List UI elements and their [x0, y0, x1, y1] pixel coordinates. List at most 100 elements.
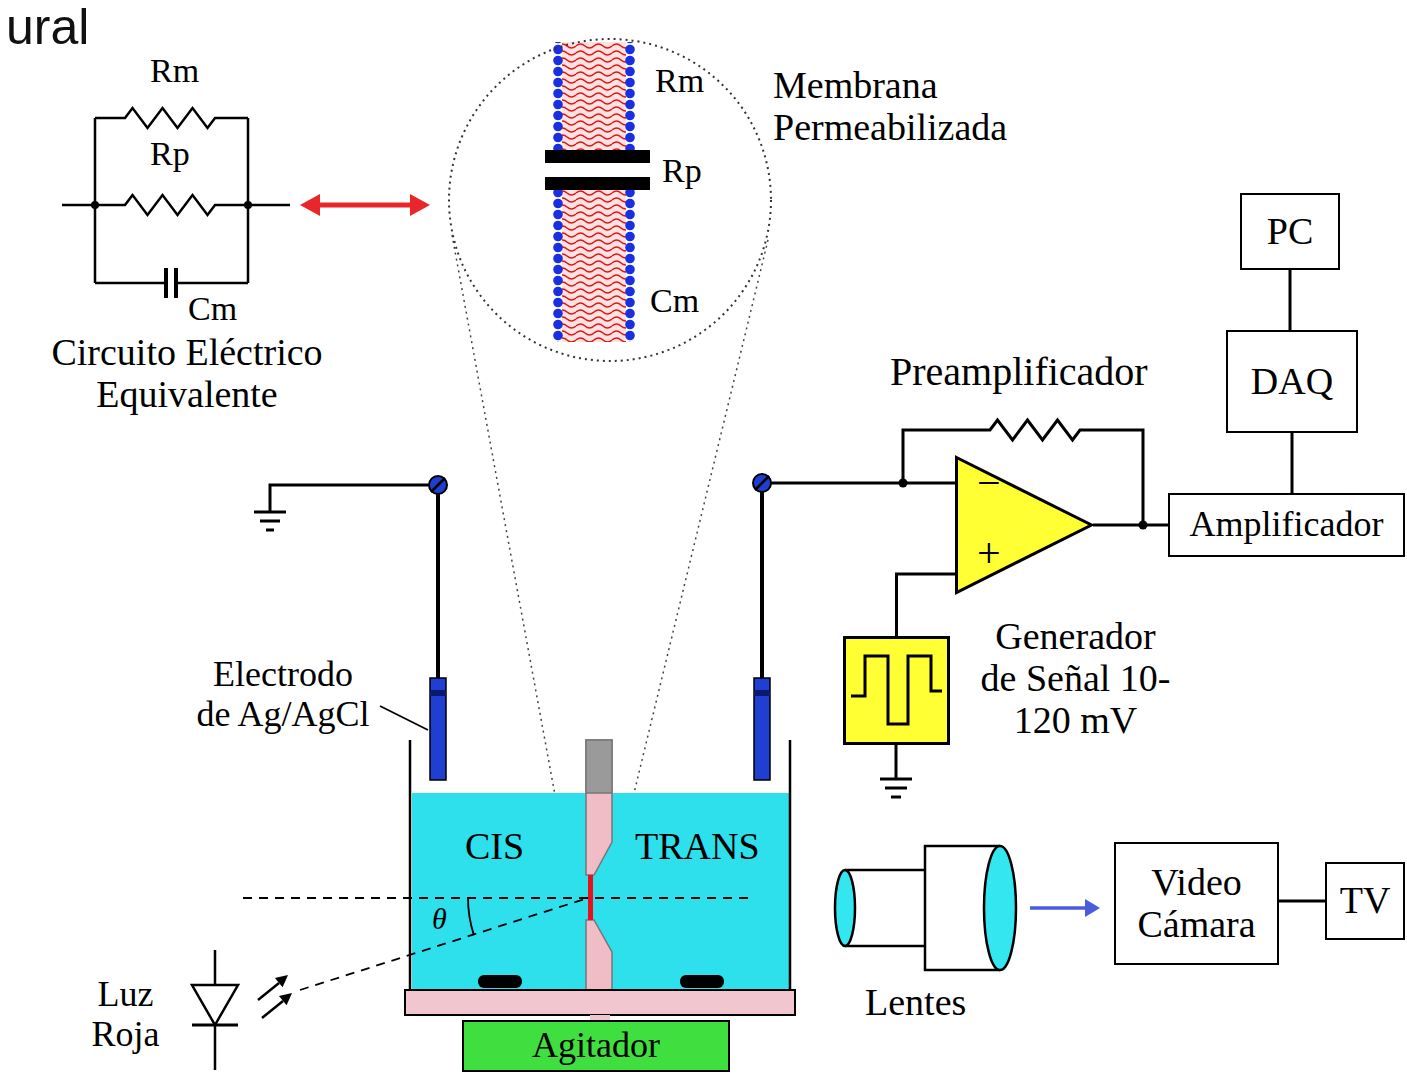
angle-label: θ [432, 902, 447, 935]
emission-arrow [262, 1001, 283, 1018]
resistance-label: Rm [150, 52, 199, 89]
generator-box [845, 638, 949, 744]
diode-bar [192, 1024, 238, 1027]
ground-symbol [254, 512, 286, 530]
amplifier-box: Amplificador [1168, 493, 1405, 557]
bilayer-membrane [588, 875, 593, 920]
signal-wire [1093, 524, 1168, 527]
circuit-wire [62, 118, 290, 283]
box-label: Video Cámara [1122, 862, 1271, 946]
chamber-label: CIS [465, 826, 524, 868]
op-amp-outline [955, 456, 1093, 594]
septum [586, 920, 612, 990]
membrane-heading: Membrana Permeabilizada [773, 65, 1048, 149]
signal-generator: Generador de Señal 10-120 mV [843, 636, 950, 745]
ground-wire [270, 485, 429, 511]
connector-slash [755, 476, 769, 490]
arrow-shaft [316, 203, 414, 208]
camera-box: Video Cámara [1114, 842, 1279, 965]
lens-barrel [845, 846, 1000, 970]
electrodes [254, 474, 955, 780]
input-sign: − [977, 460, 1001, 506]
generator-ground [880, 745, 912, 797]
capacitor-plate [166, 268, 176, 298]
septum-top [586, 740, 612, 793]
arrow-head [300, 194, 320, 216]
connector-slash [431, 478, 445, 492]
resistor-symbol [95, 195, 248, 215]
equivalence-arrow [300, 194, 430, 216]
lipid-heads [624, 42, 636, 342]
signal-wire [1279, 900, 1325, 903]
circuit-caption: Circuito Eléctrico Equivalente [27, 332, 347, 416]
lipid-tails [562, 42, 626, 342]
resistance-label: Rm [655, 62, 704, 99]
emission-head [279, 993, 292, 1005]
zoom-line [612, 240, 768, 884]
junction-dot [244, 201, 252, 209]
magnifier-outline [447, 37, 773, 363]
light-ray [300, 898, 588, 990]
diode-symbol [192, 985, 238, 1025]
stir-bar [478, 975, 522, 988]
pore-wall [545, 177, 650, 190]
daq-box: DAQ [1226, 330, 1358, 433]
lens-label: Lentes [865, 982, 966, 1024]
equivalent-circuit [62, 108, 290, 298]
lens-glass [835, 870, 855, 946]
electrode-wire [760, 492, 764, 680]
pore-channel [550, 163, 640, 177]
box-label: PC [1267, 211, 1313, 253]
box-label: Agitador [532, 1026, 660, 1066]
electrode-body [754, 678, 770, 780]
lens-drawing [835, 846, 1016, 970]
electrode-body [430, 678, 446, 780]
resistor-symbol [95, 108, 248, 128]
membrane-illustration [545, 42, 650, 342]
computer-box: PC [1240, 193, 1340, 270]
septum [586, 740, 612, 875]
slide-title-fragment: ural [6, 0, 89, 55]
ground-symbol [880, 779, 912, 797]
capacitor-symbol [95, 282, 248, 285]
junction-dot [91, 201, 99, 209]
membrane-magnifier: Membrana PermeabilizadaRmRpCm [447, 37, 773, 363]
emission-arrow [258, 983, 279, 1000]
generator-outline [843, 636, 950, 745]
chamber-label: TRANS [635, 826, 760, 868]
signal-wire [1289, 270, 1292, 330]
lens-glass [984, 846, 1016, 970]
resistance-label: Rp [662, 152, 702, 189]
capacitance-label: Cm [188, 290, 237, 327]
generator-heading: Generador de Señal 10-120 mV [978, 616, 1173, 741]
chamber-base [405, 990, 795, 1015]
angle-arc [468, 898, 474, 935]
input-sign: + [977, 530, 1001, 576]
bilayer-chamber [405, 740, 795, 1022]
emission-head [275, 975, 288, 987]
electrode-label: Electrodo de Ag/AgCl [193, 655, 373, 734]
capacitance-label: Cm [650, 282, 699, 319]
arrow-shaft [1030, 906, 1088, 910]
image-arrow [1030, 899, 1100, 917]
box-label: DAQ [1251, 361, 1333, 403]
stir-bar [680, 975, 724, 988]
arrow-head [1085, 899, 1100, 917]
signal-wire [1291, 433, 1294, 493]
square-wave-symbol [851, 656, 942, 724]
zoom-line [452, 235, 571, 882]
optical-path [243, 898, 750, 990]
pore-wall [545, 150, 650, 163]
dotted-circle [449, 39, 771, 361]
box-label: Amplificador [1190, 505, 1384, 545]
input-wire [771, 482, 955, 485]
electrode-connector [429, 476, 447, 494]
arrow-head [410, 194, 430, 216]
tv-box: TV [1325, 862, 1405, 940]
optical-axis [243, 897, 750, 899]
electrode-band [430, 690, 446, 696]
electrode-connector [753, 474, 771, 492]
leader-line [380, 706, 428, 730]
lipid-heads [552, 42, 564, 342]
